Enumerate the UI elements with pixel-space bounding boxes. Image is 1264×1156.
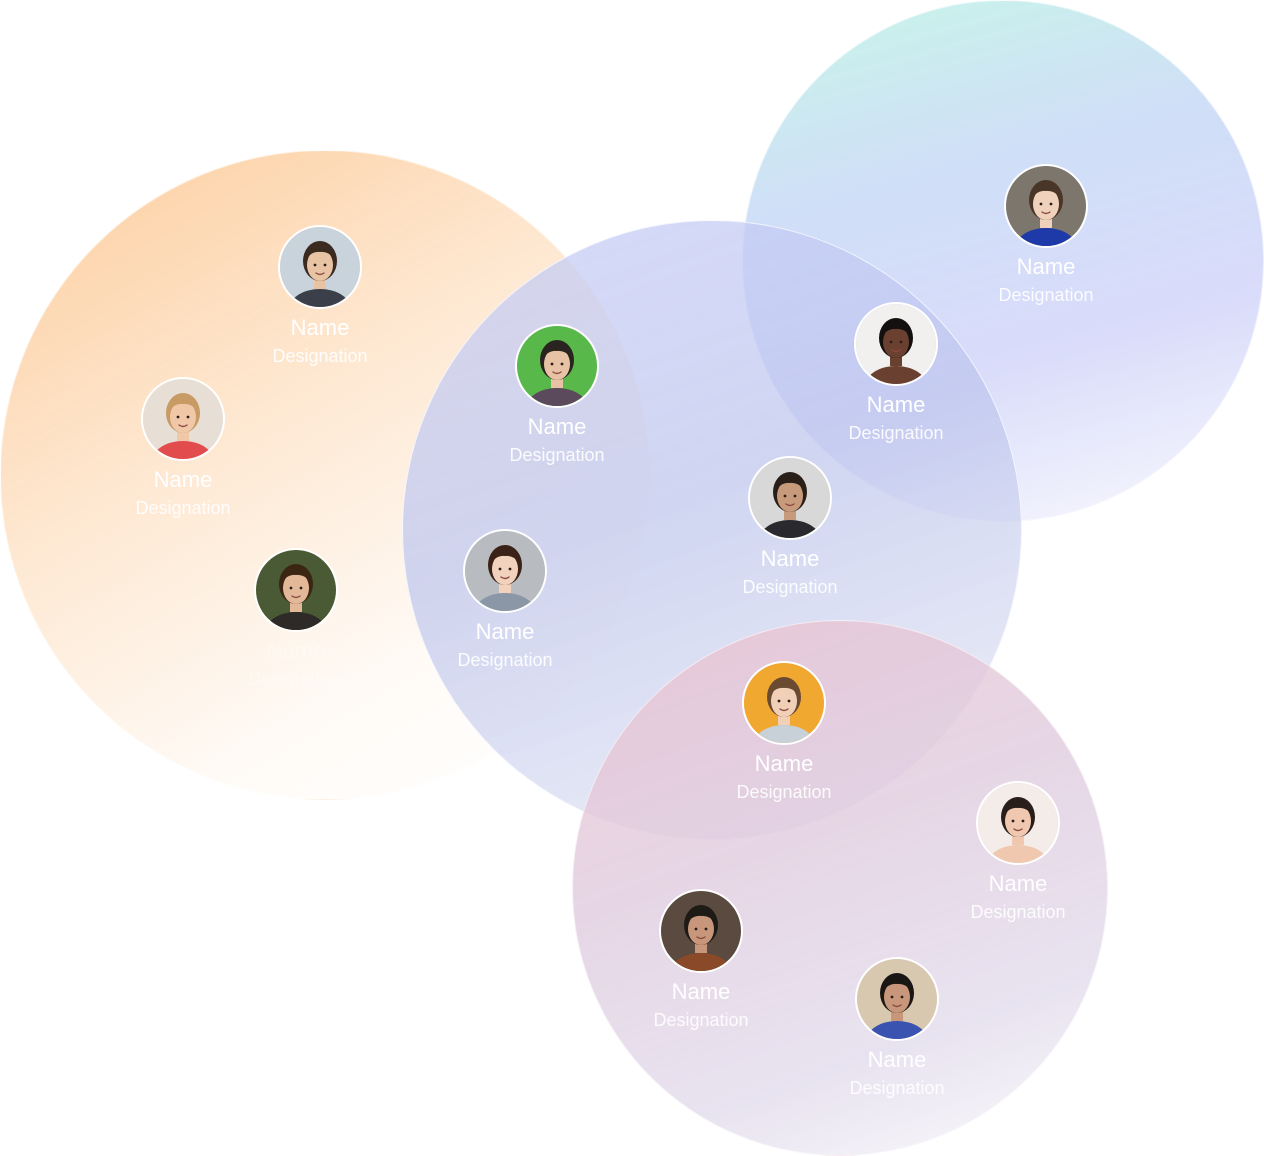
person-card[interactable]: Name Designation (245, 225, 395, 367)
group-circle-pink (572, 620, 1108, 1156)
person-card[interactable]: Name Designation (715, 456, 865, 598)
person-designation: Designation (509, 445, 605, 465)
person-designation: Designation (248, 669, 344, 689)
person-designation: Designation (848, 423, 944, 443)
person-name: Name (671, 979, 731, 1004)
person-designation: Designation (457, 650, 553, 670)
person-name: Name (754, 751, 814, 776)
person-name: Name (266, 638, 326, 663)
person-name: Name (527, 414, 587, 439)
person-designation: Designation (742, 577, 838, 597)
person-designation: Designation (970, 902, 1066, 922)
person-name: Name (867, 1047, 927, 1072)
person-card[interactable]: Name Designation (221, 548, 371, 690)
person-portrait-icon (465, 531, 545, 611)
person-card[interactable]: Name Designation (709, 661, 859, 803)
avatar (748, 456, 832, 540)
person-card[interactable]: Name Designation (482, 324, 632, 466)
person-name: Name (153, 467, 213, 492)
avatar (976, 781, 1060, 865)
person-portrait-icon (856, 304, 936, 384)
avatar (463, 529, 547, 613)
person-card[interactable]: Name Designation (626, 889, 776, 1031)
person-designation: Designation (653, 1010, 749, 1030)
person-designation: Designation (849, 1078, 945, 1098)
person-name: Name (475, 619, 535, 644)
avatar (278, 225, 362, 309)
avatar (854, 302, 938, 386)
person-name: Name (988, 871, 1048, 896)
person-name: Name (1016, 254, 1076, 279)
avatar (141, 377, 225, 461)
person-card[interactable]: Name Designation (943, 781, 1093, 923)
person-portrait-icon (744, 663, 824, 743)
avatar (659, 889, 743, 973)
person-portrait-icon (143, 379, 223, 459)
person-portrait-icon (280, 227, 360, 307)
person-card[interactable]: Name Designation (108, 377, 258, 519)
person-card[interactable]: Name Designation (821, 302, 971, 444)
person-portrait-icon (1006, 166, 1086, 246)
person-designation: Designation (736, 782, 832, 802)
person-name: Name (290, 315, 350, 340)
person-portrait-icon (857, 959, 937, 1039)
person-designation: Designation (998, 285, 1094, 305)
person-portrait-icon (661, 891, 741, 971)
avatar (742, 661, 826, 745)
person-portrait-icon (978, 783, 1058, 863)
person-portrait-icon (517, 326, 597, 406)
person-card[interactable]: Name Designation (430, 529, 580, 671)
avatar (855, 957, 939, 1041)
person-card[interactable]: Name Designation (822, 957, 972, 1099)
avatar (1004, 164, 1088, 248)
person-designation: Designation (272, 346, 368, 366)
person-card[interactable]: Name Designation (971, 164, 1121, 306)
person-portrait-icon (256, 550, 336, 630)
avatar (515, 324, 599, 408)
person-portrait-icon (750, 458, 830, 538)
avatar (254, 548, 338, 632)
person-designation: Designation (135, 498, 231, 518)
person-name: Name (760, 546, 820, 571)
person-name: Name (866, 392, 926, 417)
